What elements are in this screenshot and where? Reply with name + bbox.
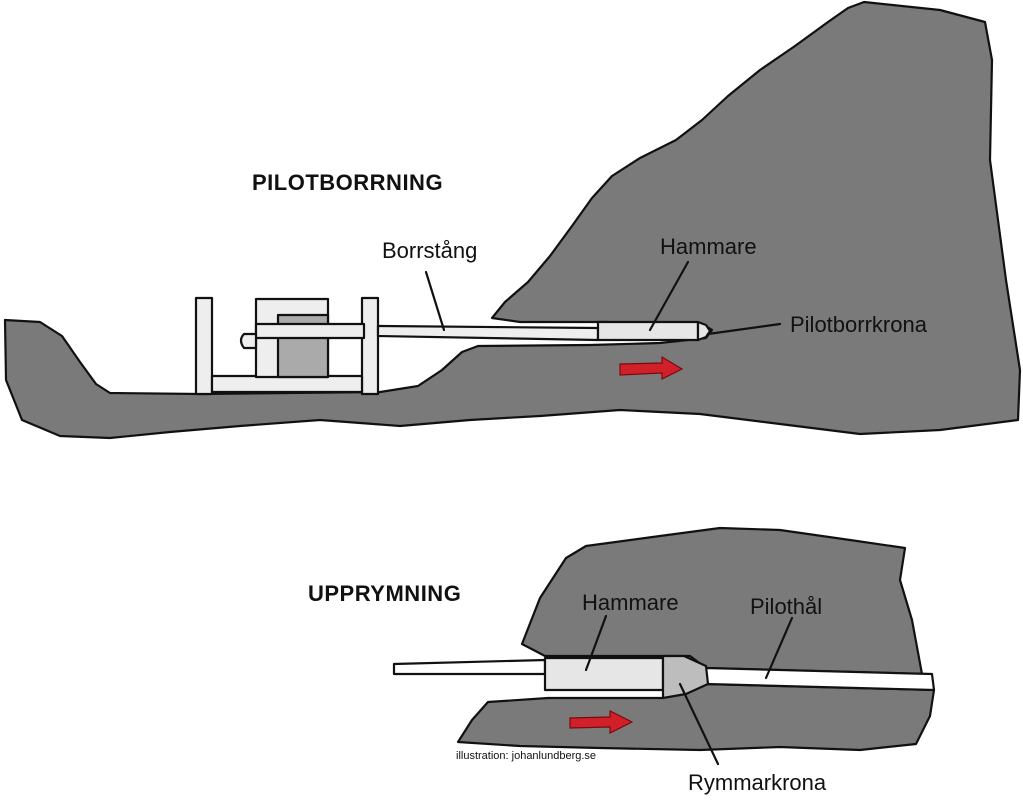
leader-hammer-bottom: [584, 614, 608, 672]
reaming-scene: UPPRYMNING Hammare Pilothål Rymmarkrona …: [308, 526, 936, 795]
pilot-drilling-scene: PILOTBORRNING Borrstång Hammare Pilotbor…: [3, 0, 1022, 440]
title-pilot-drilling: PILOTBORRNING: [252, 170, 443, 195]
hammer-top: [596, 320, 700, 342]
rig-base-beam: [210, 374, 364, 394]
rig-guide-rail: [254, 322, 366, 340]
pilot-rod-bottom: [392, 658, 547, 676]
leader-bit: [706, 322, 782, 336]
rig-rear-coupling: [239, 332, 258, 350]
drill-rig: [194, 296, 380, 396]
rock-mass-top: [3, 0, 1022, 440]
hammer-bottom: [543, 656, 665, 692]
leader-pilot-hole: [764, 616, 794, 680]
leader-hammer: [648, 260, 690, 332]
label-pilot-hole: Pilothål: [750, 594, 822, 619]
label-hammer-top: Hammare: [660, 234, 757, 259]
illustration-credit: illustration: johanlundberg.se: [456, 750, 596, 762]
rig-right-post: [360, 296, 380, 396]
label-pilot-bit: Pilotborrkrona: [790, 312, 928, 337]
drill-rod: [376, 324, 600, 342]
leader-reamer: [678, 682, 720, 766]
label-drill-rod: Borrstång: [382, 238, 477, 263]
rig-left-post: [194, 296, 214, 396]
drill-direction-arrow-bottom: [569, 710, 634, 734]
drill-direction-arrow-top: [619, 355, 684, 380]
label-reamer-bit: Rymmarkrona: [688, 770, 827, 795]
label-hammer-bottom: Hammare: [582, 590, 679, 615]
title-reaming: UPPRYMNING: [308, 581, 461, 606]
reamer-bit: [661, 654, 710, 700]
leader-rod: [424, 270, 446, 332]
